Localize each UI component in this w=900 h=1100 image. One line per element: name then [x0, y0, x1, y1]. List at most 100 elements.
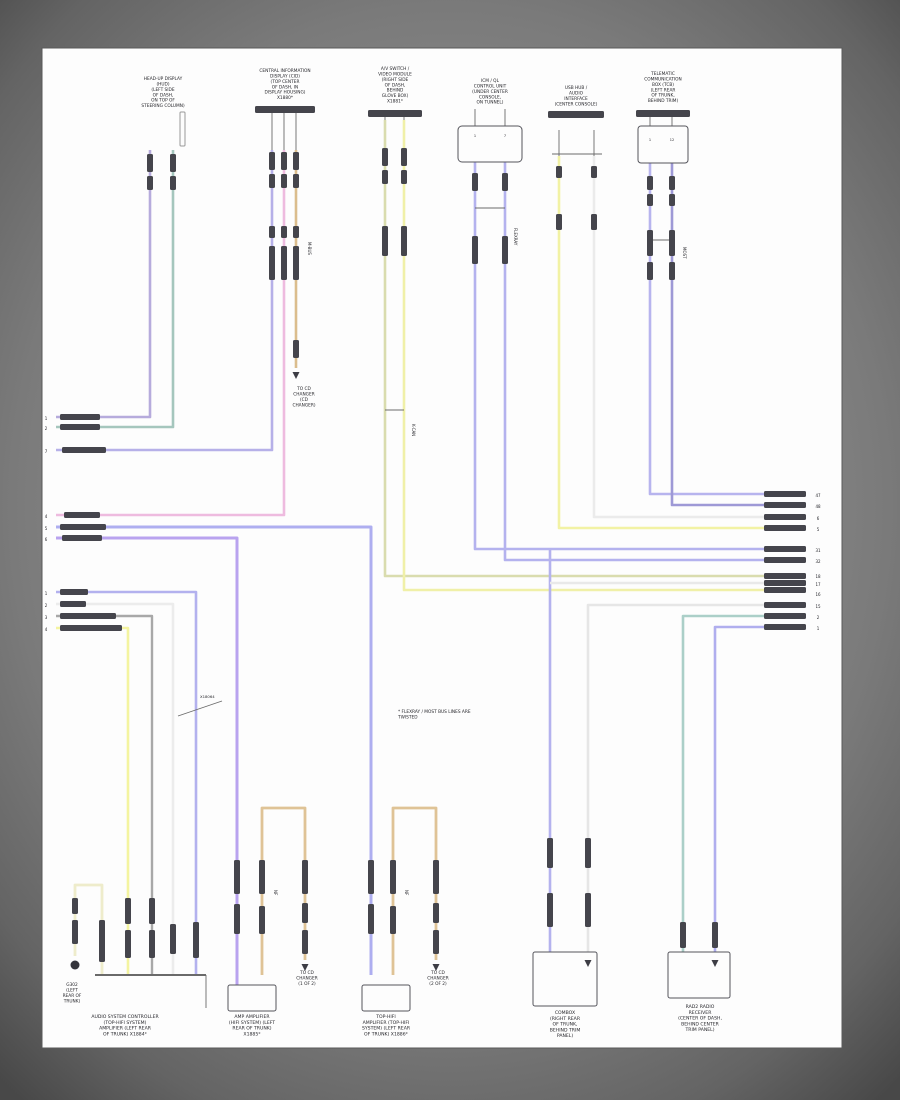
wire-code-band	[72, 898, 78, 914]
avswitch-olive-wire	[383, 120, 806, 578]
wire-code-band	[60, 589, 88, 595]
icm-connector-box	[457, 125, 523, 163]
long-blue-bus-wire	[56, 525, 373, 975]
wire-code-band	[60, 601, 86, 607]
pin-reference: 32	[815, 559, 821, 564]
pin-reference: 5	[817, 527, 820, 532]
wire-code-band	[62, 535, 102, 541]
icm-blue-wire-left	[473, 162, 806, 551]
annotation-splice: X18064	[200, 694, 215, 699]
wire-code-band	[401, 148, 407, 166]
bus-label-nf1: NF	[273, 890, 278, 896]
connector-line	[177, 700, 223, 717]
wire-code-band	[149, 898, 155, 924]
pin-reference: 47	[815, 493, 821, 498]
amp-connector-box	[227, 984, 277, 1012]
bus-label-nf2: NF	[404, 890, 409, 896]
tcb-connector-box	[637, 125, 689, 164]
wire-code-band	[269, 226, 275, 238]
pin-reference: 2	[45, 603, 48, 608]
wire-code-band	[585, 893, 591, 927]
wire-code-band	[647, 176, 653, 190]
wire-code-band	[62, 447, 106, 453]
wire-code-band	[680, 922, 686, 948]
wire-code-band	[433, 860, 439, 894]
pin-reference: 17	[815, 582, 821, 587]
ground-dot	[70, 960, 80, 970]
wire-code-band	[548, 111, 604, 118]
combox-white-drop-wire	[586, 603, 806, 952]
wire-code-band	[591, 166, 597, 178]
wire-code-band	[382, 226, 388, 256]
pin-reference: 15	[815, 604, 821, 609]
wire-code-band	[259, 860, 265, 894]
wire-code-band	[764, 580, 806, 586]
wire-code-band	[764, 502, 806, 508]
wire-code-band	[293, 246, 299, 280]
wire-code-band	[234, 860, 240, 894]
wire-code-band	[269, 246, 275, 280]
wire-code-band	[259, 906, 265, 934]
pin-reference: 1	[817, 626, 820, 631]
wire-code-band	[401, 170, 407, 184]
pin-reference: 48	[815, 504, 821, 509]
pin-reference: 6	[817, 516, 820, 521]
wire-code-band	[60, 613, 116, 619]
usbhub-yellow-wire	[557, 156, 806, 530]
wire-code-band	[193, 922, 199, 958]
wire-code-band	[390, 906, 396, 934]
purple-bus-wire	[56, 536, 239, 988]
amp-white-wire	[56, 602, 175, 975]
arrow-down-icon	[301, 964, 309, 971]
wire-code-band	[669, 262, 675, 280]
pin-reference: 6	[45, 537, 48, 542]
wire-code-band	[764, 514, 806, 520]
wire-code-band	[302, 930, 308, 954]
wire-code-band	[433, 930, 439, 954]
wire-code-band	[269, 174, 275, 188]
usbhub-white-wire	[592, 156, 806, 519]
combox-connector-box	[532, 951, 598, 1007]
wire-code-band	[281, 174, 287, 188]
pin-reference: 5	[45, 526, 48, 531]
wire-code-band	[293, 226, 299, 238]
wire-code-band	[647, 194, 653, 206]
wire-code-band	[502, 173, 508, 191]
wire-code-band	[591, 214, 597, 230]
wire-code-band	[72, 920, 78, 944]
pin-reference: 16	[815, 592, 821, 597]
wire-code-band	[636, 110, 690, 117]
wire-code-band	[125, 930, 131, 958]
wire-code-band	[712, 922, 718, 948]
hud-wire-leader	[179, 111, 186, 147]
wire-code-band	[302, 903, 308, 923]
icm-blue-wire-right	[503, 162, 806, 562]
pin-label-tcb-12: 12	[670, 138, 674, 142]
wire-code-band	[382, 148, 388, 166]
wire-code-band	[293, 152, 299, 170]
wire-code-band	[764, 491, 806, 497]
wire-code-band	[669, 230, 675, 256]
wire-code-band	[368, 110, 422, 117]
wire-code-band	[647, 262, 653, 280]
pin-reference: 7	[45, 449, 48, 454]
pin-reference: 18	[815, 574, 821, 579]
wire-code-band	[60, 625, 122, 631]
arrow-down-icon	[584, 960, 592, 967]
wire-code-band	[281, 226, 287, 238]
arrow-down-icon	[292, 372, 300, 379]
wire-code-band	[547, 838, 553, 868]
wire-code-band	[302, 860, 308, 894]
pin-reference: 4	[45, 514, 48, 519]
wire-code-band	[764, 557, 806, 563]
pin-reference: 2	[817, 615, 820, 620]
wire-code-band	[764, 602, 806, 608]
